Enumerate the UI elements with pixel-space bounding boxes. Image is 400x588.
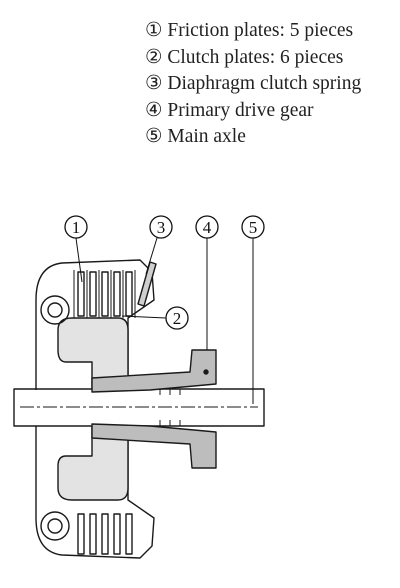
lower-clutch-hub <box>57 425 129 501</box>
lower-clutch-pack <box>77 513 133 555</box>
lower-primary-drive-gear <box>91 423 217 469</box>
callout-4-label: 4 <box>203 218 212 237</box>
upper-clutch-plates <box>73 270 136 318</box>
callout-5: 5 <box>241 215 265 404</box>
legend-item-diaphragm-spring: ③ Diaphragm clutch spring <box>145 73 362 94</box>
lower-damper-spring <box>40 511 70 541</box>
callout-1: 1 <box>64 215 88 283</box>
lower-damper-spring-inner <box>47 518 63 534</box>
callout-5-label: 5 <box>249 218 258 237</box>
callout-2: 2 <box>121 306 189 330</box>
axle-splines <box>159 389 181 426</box>
upper-damper-spring <box>40 295 70 325</box>
legend-item-primary-drive-gear: ④ Primary drive gear <box>145 99 314 121</box>
legend-item-clutch-plates: ② Clutch plates: 6 pieces <box>145 46 344 68</box>
legend-item-main-axle: ⑤ Main axle <box>145 126 246 147</box>
clutch-assembly-drawing <box>13 259 265 559</box>
upper-clutch-hub <box>57 317 129 389</box>
callout-3-label: 3 <box>157 218 166 237</box>
upper-primary-drive-gear <box>91 349 217 393</box>
callout-3: 3 <box>145 215 173 275</box>
legend-item-friction-plates: ① Friction plates: 5 pieces <box>145 20 354 41</box>
callout-4: 4 <box>195 215 219 350</box>
diaphragm-spring <box>137 261 157 307</box>
upper-friction-plates <box>77 271 133 317</box>
upper-housing-outline <box>35 259 155 390</box>
callout-1-label: 1 <box>72 218 81 237</box>
callout-2-label: 2 <box>173 309 182 328</box>
lower-housing-outline <box>35 426 155 559</box>
upper-damper-spring-inner <box>47 302 63 318</box>
gear-pin-upper <box>203 369 209 375</box>
legend: ① Friction plates: 5 pieces ② Clutch pla… <box>145 18 361 151</box>
